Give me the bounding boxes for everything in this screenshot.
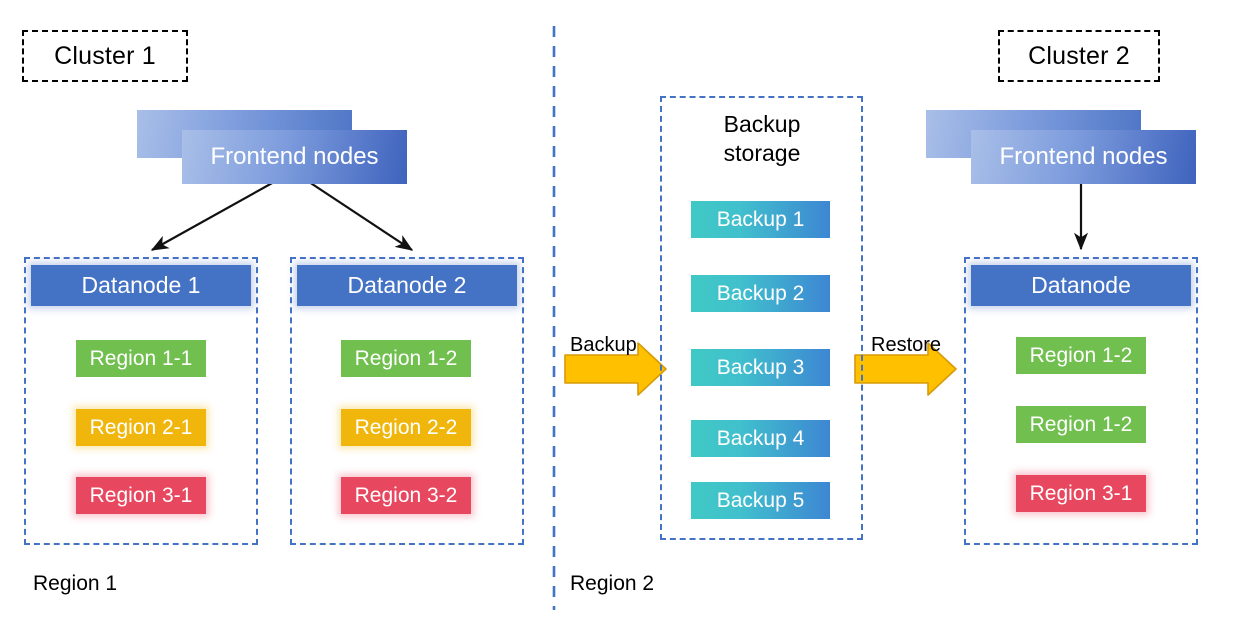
cluster2-datanode-header[interactable]: Datanode [971,265,1191,306]
region-chip[interactable]: Region 1-2 [1016,337,1146,374]
footer-region-2-label: Region 2 [570,572,654,596]
cluster1-frontend-label: Frontend nodes [210,143,379,170]
backup-item[interactable]: Backup 5 [691,482,830,519]
backup-item-label: Backup 1 [716,207,805,231]
region-chip[interactable]: Region 1-2 [1016,406,1146,443]
region-chip[interactable]: Region 2-1 [76,409,206,446]
region-chip[interactable]: Region 3-1 [76,477,206,514]
backup-item[interactable]: Backup 4 [691,420,830,457]
cluster2-datanode-container [964,257,1198,545]
backup-item-label: Backup 2 [716,281,805,305]
cluster1-title-chip: Cluster 1 [22,30,188,82]
cluster2-datanode-header-label: Datanode [1031,272,1131,298]
backup-storage-container [660,96,863,540]
footer-region-1-label: Region 1 [33,572,117,596]
region-label: Region 1-2 [354,346,458,370]
region-chip[interactable]: Region 3-2 [341,477,471,514]
datanode-1-header-label: Datanode 1 [81,272,201,298]
datanode-1-container [24,257,258,545]
backup-item-label: Backup 4 [716,426,805,450]
region-chip[interactable]: Region 1-1 [76,340,206,377]
cluster2-frontend-label: Frontend nodes [999,143,1168,170]
backup-item[interactable]: Backup 1 [691,201,830,238]
region-label: Region 3-1 [89,483,193,507]
restore-flow-label-text: Restore [871,334,942,356]
backup-flow-label-text: Backup [570,334,637,356]
region-label: Region 1-2 [1029,412,1133,436]
footer-region-1-text: Region 1 [33,572,118,595]
cluster2-title-chip: Cluster 2 [998,30,1160,82]
backup-item[interactable]: Backup 3 [691,349,830,386]
cluster1-frontend-nodes[interactable]: Frontend nodes [137,110,412,190]
restore-flow-label: Restore [871,334,941,357]
region-label: Region 3-2 [354,483,458,507]
frontend-front-card: Frontend nodes [971,130,1196,184]
backup-item-label: Backup 5 [716,488,805,512]
datanode-2-container [290,257,524,545]
footer-region-2-text: Region 2 [570,572,655,595]
backup-storage-title: Backup storage [662,110,862,168]
region-label: Region 1-1 [89,346,193,370]
backup-storage-title-line1: Backup [723,111,801,137]
region-label: Region 2-1 [89,415,193,439]
datanode-1-header[interactable]: Datanode 1 [31,265,251,306]
frontend-front-card: Frontend nodes [182,130,407,184]
cluster2-title-text: Cluster 2 [1028,41,1130,70]
backup-storage-title-line2: storage [723,139,801,166]
backup-item[interactable]: Backup 2 [691,275,830,312]
region-label: Region 3-1 [1029,481,1133,505]
datanode-2-header-label: Datanode 2 [347,272,467,298]
region-chip[interactable]: Region 3-1 [1016,475,1146,512]
datanode-2-header[interactable]: Datanode 2 [297,265,517,306]
region-chip[interactable]: Region 2-2 [341,409,471,446]
region-label: Region 2-2 [354,415,458,439]
region-label: Region 1-2 [1029,343,1133,367]
backup-item-label: Backup 3 [716,355,805,379]
region-chip[interactable]: Region 1-2 [341,340,471,377]
cluster1-title-text: Cluster 1 [54,41,156,70]
cluster2-frontend-nodes[interactable]: Frontend nodes [926,110,1201,190]
backup-flow-label: Backup [570,334,637,357]
